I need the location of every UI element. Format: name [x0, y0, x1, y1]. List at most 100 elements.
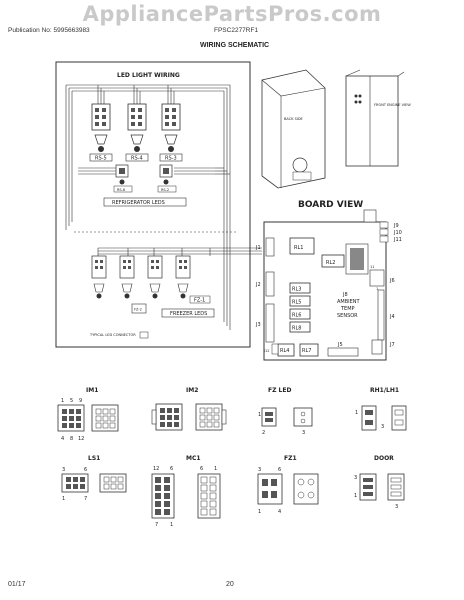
connector-im2-label: IM2: [186, 387, 198, 394]
mc1-pin-7: 7: [155, 522, 158, 528]
cabinet-back-view: BACK SIDE: [261, 69, 326, 189]
mc1-pin-1: 1: [170, 522, 173, 528]
led-wire-bundle: [65, 84, 231, 330]
pin-label-1: 1: [376, 287, 378, 291]
relay-rl2: [321, 254, 345, 268]
connector-j5: [327, 347, 359, 357]
freezer-wire-bundle: [97, 247, 262, 256]
ls1-pin-6: 6: [84, 467, 87, 473]
back-side-label: BACK SIDE: [284, 117, 303, 121]
connector-j12: [271, 343, 279, 355]
door-pin-1: 1: [354, 493, 357, 499]
door-pin-3-right: 3: [395, 504, 398, 510]
ls1-pin-3: 3: [62, 467, 65, 473]
fz1-pin-4: 4: [278, 509, 281, 515]
led-module-rs2: RS-2: [157, 164, 177, 193]
led-label-rs2: RS-2: [161, 188, 169, 192]
board-view-title: BOARD VIEW: [298, 200, 363, 210]
page-title: WIRING SCHEMATIC: [200, 42, 270, 49]
fz2-connector: [131, 303, 147, 314]
connector-j2: [265, 271, 275, 297]
connector-j9-label: J9: [393, 223, 399, 229]
control-board: BOARD VIEW RL1 RL2 RL3 RL5 RL6 RL8 RL4 R…: [255, 200, 402, 361]
connector-j4: [377, 289, 385, 341]
connector-mc1: MC1 12 6 6 1 7 1: [151, 455, 221, 528]
im1-pin-8: 8: [70, 436, 73, 442]
page-number: 20: [226, 581, 234, 588]
fz-led-pin-1: 1: [258, 412, 261, 418]
fz1-pin-1: 1: [258, 509, 261, 515]
rh1-lh1-pin-1: 1: [355, 410, 358, 416]
led-panel-title: LED LIGHT WIRING: [117, 72, 180, 79]
mc1-pin-12-right: 1: [214, 466, 217, 472]
led-module-rs5: RS-5: [89, 103, 113, 162]
connector-im2: IM2: [151, 387, 227, 431]
fz-led-pin-3: 3: [302, 430, 305, 436]
relay-rl6: [289, 308, 311, 320]
freezer-connector-label: FZ-2: [134, 308, 142, 312]
connector-j10-label: J10: [393, 230, 402, 236]
freezer-leds-box: [161, 308, 215, 318]
fz1-pin-6: 6: [278, 467, 281, 473]
led-panel-frame: [55, 61, 251, 348]
connector-j7: [371, 339, 383, 355]
freezer-led-modules: [91, 255, 191, 299]
relay-rl1: [289, 237, 315, 255]
connector-j6-label: J6: [389, 278, 395, 284]
front-view-label: FRONT ENGINE VIEW: [374, 103, 411, 107]
relay-rl8: [289, 321, 311, 333]
model-number: FPSC2277RF1: [214, 27, 259, 34]
connector-j2-label: J2: [255, 282, 261, 288]
connector-j7-label: J7: [389, 342, 395, 348]
connector-j11-pins: [379, 235, 389, 243]
board-chip-core: [350, 248, 364, 270]
connector-j3-label: J3: [255, 322, 261, 328]
connector-j6: [369, 269, 385, 287]
relay-rl8-label: RL8: [292, 326, 301, 332]
rh1-lh1-pin-3: 3: [381, 424, 384, 430]
mc1-pin-12: 12: [153, 466, 159, 472]
connector-j5-label: J5: [337, 342, 343, 348]
connector-fz1-label: FZ1: [284, 455, 297, 462]
refrigerator-leds-label: REFRIGERATOR LEDS: [112, 200, 165, 206]
ls1-pin-1: 1: [62, 496, 65, 502]
relay-rl4-label: RL4: [280, 348, 289, 354]
connector-j9: [363, 209, 377, 223]
connector-fz-led-label: FZ LED: [268, 387, 291, 394]
connector-j10-pins: [379, 228, 389, 236]
connector-j11-label: J11: [393, 237, 402, 243]
relay-rl6-label: RL6: [292, 313, 301, 319]
board-outline: [263, 221, 387, 361]
connector-j1: [265, 237, 275, 257]
relay-rl5-label: RL5: [292, 300, 301, 306]
typical-connector-label: TYPICAL LED CONNECTOR: [89, 333, 136, 337]
watermark: AppliancePartsPros.com: [82, 2, 382, 26]
led-module-rs4: RS-4: [125, 103, 149, 162]
im1-pin-5: 5: [70, 398, 73, 404]
led-label-rs6: RS-6: [117, 188, 125, 192]
connector-fz1: FZ1 3 6 1 4: [257, 455, 319, 515]
mc1-pin-6-left: 6: [170, 466, 173, 472]
footer-date: 01/17: [8, 581, 26, 588]
cabinet-front-view: FRONT ENGINE VIEW: [345, 69, 411, 167]
pin-label-11: 11: [370, 265, 374, 269]
typical-connector-icon: [139, 331, 149, 339]
connector-j4-label: J4: [389, 314, 395, 320]
led-label-rs5: RS-5: [95, 156, 107, 162]
connector-rh1-lh1-label: RH1/LH1: [370, 387, 399, 394]
ambient-temp-sensor-label: J8 AMBIENT TEMP SENSOR: [337, 292, 361, 319]
relay-rl5: [289, 295, 311, 307]
connector-j12-label: J12: [263, 349, 270, 353]
relay-rl1-label: RL1: [294, 245, 303, 251]
connector-door-label: DOOR: [374, 455, 394, 462]
relay-rl7-label: RL7: [302, 348, 311, 354]
fz1-pin-3: 3: [258, 467, 261, 473]
connector-ls1: LS1 3 6 1 7: [61, 455, 127, 502]
connector-j3: [265, 303, 275, 343]
sensor-line3: SENSOR: [337, 313, 358, 319]
im1-pin-1: 1: [61, 398, 64, 404]
sensor-j8: J8: [342, 292, 348, 298]
relay-rl2-label: RL2: [326, 260, 335, 266]
led-wiring-panel: LED LIGHT WIRING RS-5: [55, 61, 262, 348]
